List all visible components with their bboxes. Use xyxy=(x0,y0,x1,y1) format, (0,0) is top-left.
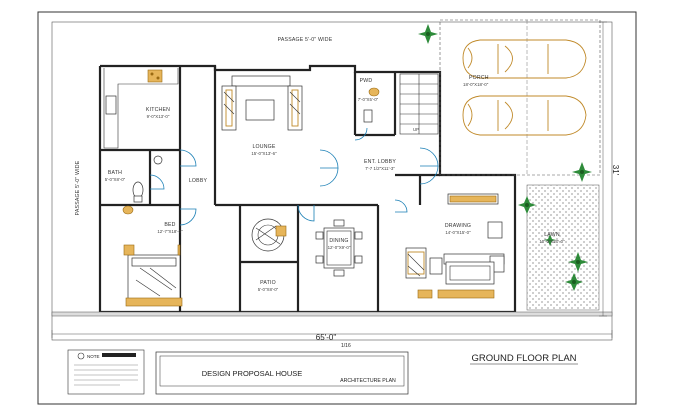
label-up: UP xyxy=(413,127,419,132)
label-ent-lobby: ENT. LOBBY xyxy=(364,159,396,165)
project-title: DESIGN PROPOSAL HOUSE xyxy=(202,369,303,378)
label-lawn: LAWN xyxy=(544,232,560,238)
label-passage-left: PASSAGE 5'-0" WIDE xyxy=(75,160,81,215)
label-width-dimension: 65'-0" xyxy=(316,333,337,342)
label-dining-dim: 12'-0"X9'-0" xyxy=(328,245,351,250)
label-bed-dim: 12'-7"X18'-0" xyxy=(157,229,183,234)
lounge-sofa-set xyxy=(221,75,303,131)
plan-title: GROUND FLOOR PLAN xyxy=(471,353,576,364)
label-pwd-dim: 7'-0"X5'-0" xyxy=(358,97,379,102)
label-dining: DINING xyxy=(329,238,348,244)
label-kitchen-dim: 9'-0"X13'-0" xyxy=(147,114,170,119)
dining-table xyxy=(315,219,363,277)
label-width-fraction: 1/16 xyxy=(341,343,351,349)
label-patio-dim: 5'-0"X8'-0" xyxy=(258,287,279,292)
label-lounge: LOUNGE xyxy=(252,144,275,150)
label-porch: PORCH xyxy=(469,75,489,81)
car-lower xyxy=(462,95,587,136)
plant-icons xyxy=(418,24,592,291)
label-lounge-dim: 15'-0"X13'-6" xyxy=(251,151,277,156)
lawn-area xyxy=(526,184,600,311)
plot-boundary xyxy=(51,21,613,341)
kitchen-counter xyxy=(103,68,179,149)
label-pwd: PWD xyxy=(360,78,373,84)
label-drawing-dim: 14'-0"X15'-0" xyxy=(445,230,471,235)
label-lobby: LOBBY xyxy=(189,178,208,184)
note-block xyxy=(67,349,145,395)
label-note-heading: NOTE xyxy=(87,354,100,359)
label-passage-top: PASSAGE 5'-0" WIDE xyxy=(278,37,333,43)
dimension-width xyxy=(51,330,613,338)
label-ent-lobby-dim: 7'-7 1/2"X11'-3" xyxy=(365,166,395,171)
doors xyxy=(149,127,439,226)
label-bed: BED xyxy=(164,222,175,228)
dimension-depth xyxy=(599,21,607,317)
label-lawn-dim: 10'-0"X20'-0" xyxy=(539,239,565,244)
label-kitchen: KITCHEN xyxy=(146,107,170,113)
label-bath: BATH xyxy=(108,170,122,176)
project-subtitle: ARCHITECTURE PLAN xyxy=(340,378,396,384)
pwd-fixtures xyxy=(363,87,380,123)
interior-walls xyxy=(100,66,440,312)
drawing-sofa-set xyxy=(405,193,505,299)
label-patio: PATIO xyxy=(260,280,276,286)
staircase xyxy=(399,73,439,135)
bath-fixtures xyxy=(122,155,163,215)
porch-area xyxy=(439,19,601,176)
title-block-inner xyxy=(159,355,405,387)
label-bath-dim: 5'-0"X8'-0" xyxy=(105,177,126,182)
label-depth-dimension: 31' xyxy=(611,165,620,176)
sheet-border xyxy=(37,11,637,405)
label-porch-dim: 18'-0"X18'-0" xyxy=(463,82,489,87)
round-sitting-area xyxy=(251,218,287,252)
car-upper xyxy=(462,39,587,79)
label-drawing: DRAWING xyxy=(445,223,471,229)
title-block-frame xyxy=(155,351,409,395)
bed xyxy=(123,244,183,307)
